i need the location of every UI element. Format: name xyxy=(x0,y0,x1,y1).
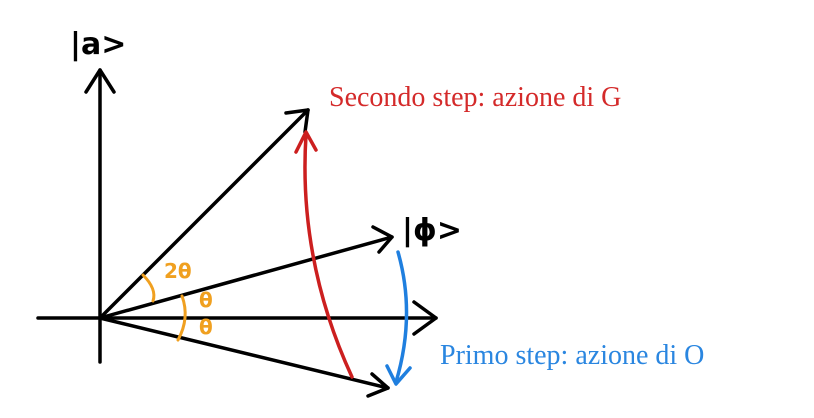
step1-arc xyxy=(394,250,409,384)
vector-g-result xyxy=(98,108,310,320)
vector-o-result xyxy=(98,316,390,390)
vector-g-result-arrowhead xyxy=(284,108,310,134)
ket-phi-label: |ϕ> xyxy=(402,213,462,248)
step1-arrowhead xyxy=(385,364,412,386)
angle-2theta-label: 2θ xyxy=(164,259,192,283)
step2-caption: Secondo step: azione di G xyxy=(329,82,621,113)
arc-2theta xyxy=(141,273,156,303)
vectors xyxy=(98,108,394,398)
axes xyxy=(36,68,438,364)
angle-arcs xyxy=(141,273,187,342)
vector-phi-arrowhead xyxy=(371,225,394,254)
x-axis-arrowhead xyxy=(412,300,438,336)
ket-a-label: |a> xyxy=(70,27,126,62)
step2-arrow xyxy=(294,130,354,379)
y-axis-arrowhead xyxy=(84,68,116,94)
vector-o-result-arrowhead xyxy=(366,372,390,398)
step1-arrow xyxy=(385,250,412,386)
vector-phi xyxy=(98,235,394,320)
step1-caption: Primo step: azione di O xyxy=(440,340,704,371)
arc-theta xyxy=(176,294,187,342)
step2-arc xyxy=(303,133,354,379)
angle-theta-lower-label: θ xyxy=(199,315,213,339)
step2-arrowhead xyxy=(294,130,318,154)
angle-theta-upper-label: θ xyxy=(199,288,213,312)
